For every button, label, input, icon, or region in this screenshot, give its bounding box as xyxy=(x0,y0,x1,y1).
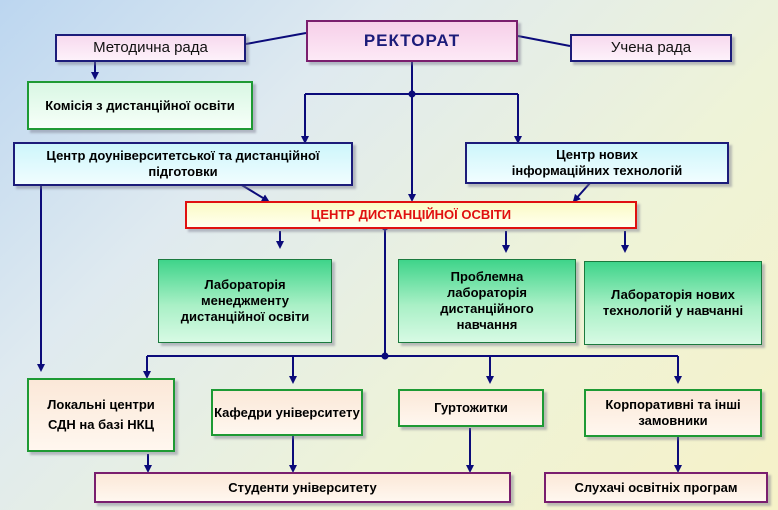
studenty-box: Студенти університету xyxy=(94,472,511,503)
metodychna-rada-box: Методична рада xyxy=(55,34,246,62)
rektorat-box: РЕКТОРАТ xyxy=(306,20,518,62)
tsentr-douniversytetskoi-box: Центр доуніверситетської та дистанційної… xyxy=(13,142,353,186)
kafedry-label: Кафедри університету xyxy=(214,404,360,420)
uchena-rada-label: Учена рада xyxy=(610,39,692,56)
tsentr-douniversytetskoi-label: Центр доуніверситетської та дистанційної… xyxy=(46,148,320,179)
kafedry-box: Кафедри університету xyxy=(211,389,363,436)
slukhachi-box: Слухачі освітніх програм xyxy=(544,472,768,503)
uchena-rada-box: Учена рада xyxy=(570,34,732,62)
rektorat-label: РЕКТОРАТ xyxy=(363,31,461,50)
lab-novykh-tekhnolohii-label: Лабораторія нових технологій у навчанні xyxy=(602,287,744,318)
lab-menedzhmentu-box: Лабораторія менеджменту дистанційної осв… xyxy=(158,259,332,343)
lokalni-tsentry-label: Локальні центри СДН на базі НКЦ xyxy=(47,397,155,432)
tsentr-dystantsiinoi-osvity-label: ЦЕНТР ДИСТАНЦІЙНОЇ ОСВІТИ xyxy=(310,207,512,222)
studenty-label: Студенти університету xyxy=(228,479,377,495)
komisiia-label: Комісія з дистанційної освіти xyxy=(45,97,235,113)
metodychna-rada-label: Методична рада xyxy=(93,39,208,56)
lokalni-tsentry-box: Локальні центри СДН на базі НКЦ xyxy=(27,378,175,452)
korporatyvni-box: Корпоративні та інші замовники xyxy=(584,389,762,437)
lab-problemna-box: Проблемна лабораторія дистанційного навч… xyxy=(398,259,576,343)
tsentr-novykh-tekhnolohii-label: Центр нових інформаційних технологій xyxy=(511,147,683,178)
slukhachi-label: Слухачі освітніх програм xyxy=(574,479,738,495)
lab-problemna-label: Проблемна лабораторія дистанційного навч… xyxy=(440,269,534,332)
korporatyvni-label: Корпоративні та інші замовники xyxy=(605,397,741,428)
komisiia-box: Комісія з дистанційної освіти xyxy=(27,81,253,130)
hurtozhytky-box: Гуртожитки xyxy=(398,389,544,427)
tsentr-dystantsiinoi-osvity-box: ЦЕНТР ДИСТАНЦІЙНОЇ ОСВІТИ xyxy=(185,201,637,229)
lab-novykh-tekhnolohii-box: Лабораторія нових технологій у навчанні xyxy=(584,261,762,345)
hurtozhytky-label: Гуртожитки xyxy=(434,400,508,415)
lab-menedzhmentu-label: Лабораторія менеджменту дистанційної осв… xyxy=(180,277,310,324)
tsentr-novykh-tekhnolohii-box: Центр нових інформаційних технологій xyxy=(465,142,729,184)
